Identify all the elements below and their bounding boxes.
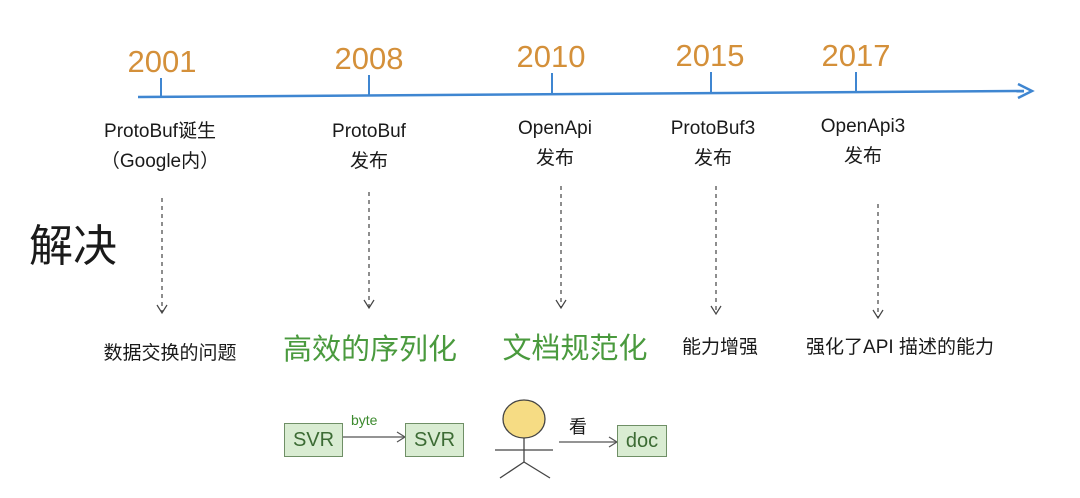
event-description: OpenApi3 发布 <box>773 112 953 172</box>
server-box: SVR <box>284 423 343 457</box>
see-label: 看 <box>569 417 587 437</box>
solution-label: 强化了API 描述的能力 <box>806 337 994 358</box>
year-label: 2010 <box>516 39 586 74</box>
year-label: 2008 <box>334 41 404 76</box>
person-icon <box>495 399 553 479</box>
solution-label: 能力增强 <box>681 337 758 358</box>
server-box: SVR <box>405 423 464 457</box>
connector-2001-head <box>156 304 168 315</box>
event-description: ProtoBuf诞生 （Google内） <box>70 117 250 177</box>
event-line: ProtoBuf3 <box>670 118 756 139</box>
event-line: 发布 <box>843 146 882 167</box>
event-description: ProtoBuf 发布 <box>279 117 459 177</box>
year-label: 2017 <box>821 38 891 73</box>
event-line: OpenApi <box>518 118 592 139</box>
byte-label: byte <box>351 412 378 428</box>
event-line: （Google内） <box>100 151 220 172</box>
solution-label-emphasis: 文档规范化 <box>502 333 648 365</box>
timeline-arrowhead <box>1017 82 1035 100</box>
section-heading: 解决 <box>29 222 117 271</box>
solution-label: 数据交换的问题 <box>103 343 237 364</box>
solution-label-emphasis: 高效的序列化 <box>282 334 457 366</box>
event-line: 发布 <box>349 151 388 172</box>
timeline-axis <box>137 89 1025 99</box>
connector-2008-head <box>363 299 375 310</box>
event-description: ProtoBuf3 发布 <box>623 114 803 174</box>
doc-box: doc <box>617 425 667 457</box>
event-line: ProtoBuf诞生 <box>104 121 216 142</box>
event-line: ProtoBuf <box>332 121 406 142</box>
connector-2017-head <box>872 309 884 320</box>
year-label: 2001 <box>127 44 197 79</box>
event-line: 发布 <box>693 148 732 169</box>
connector-2010-head <box>555 299 567 310</box>
event-description: OpenApi 发布 <box>465 114 645 174</box>
event-line: OpenApi3 <box>820 116 906 137</box>
connector-2015-head <box>710 305 722 316</box>
event-line: 发布 <box>535 148 574 169</box>
year-label: 2015 <box>675 38 745 73</box>
